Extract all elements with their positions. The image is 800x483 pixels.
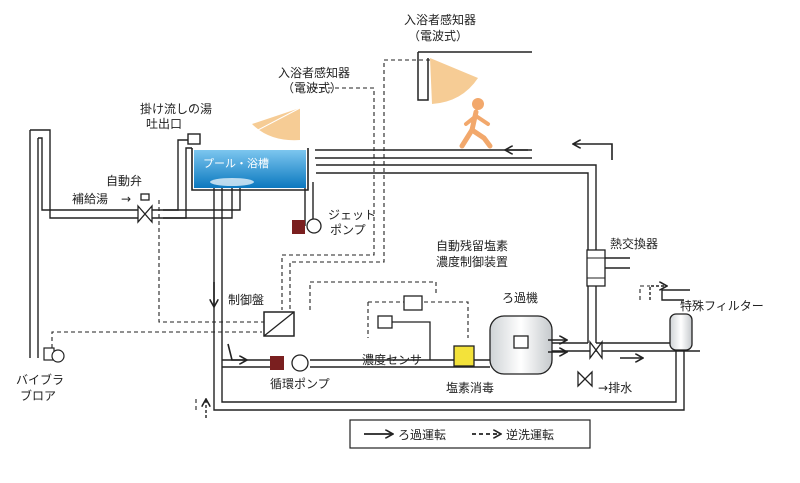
jet-pump-label-line1: ジェット	[328, 208, 376, 222]
control-panel-label: 制御盤	[228, 292, 264, 307]
chlorine-controller-icon	[403, 295, 423, 311]
supply-water-arrow: →	[121, 192, 131, 206]
jet-pump-icon	[292, 218, 322, 234]
chlorine-ctrl-label-line1: 自動残留塩素	[436, 238, 508, 253]
bather-icon	[459, 98, 493, 149]
special-filter-label: 特殊フィルター	[680, 298, 764, 313]
jet-pump-label-line2: ポンプ	[330, 223, 366, 237]
circulation-pump-label: 循環ポンプ	[270, 377, 330, 391]
auto-valve-icon	[137, 193, 153, 224]
left-sensor-label-line1: 入浴者感知器	[278, 65, 350, 80]
hot-water-outlet-icon	[187, 133, 201, 145]
right-sensor-wave	[430, 58, 478, 104]
special-filter-icon	[669, 313, 693, 351]
pool-label: プール・浴槽	[203, 157, 269, 170]
concentration-sensor-icon	[377, 315, 393, 329]
discharge-valve-icon	[577, 340, 603, 388]
control-panel-icon	[263, 311, 295, 337]
drain-label: →排水	[598, 381, 632, 395]
concentration-sensor-label: 濃度センサ	[362, 352, 422, 367]
legend: ろ過運転 逆洗運転	[349, 419, 591, 449]
backwash-arrows	[206, 286, 666, 418]
filter-tank-icon	[489, 315, 553, 375]
supply-water-label: 補給湯	[72, 192, 108, 206]
chlorine-ctrl-label-line2: 濃度制御装置	[436, 254, 508, 269]
hot-outlet-label-line2: 吐出口	[146, 117, 182, 131]
signal-lines	[51, 59, 650, 410]
right-sensor-label-line2: （電波式）	[408, 29, 468, 43]
pool-tank: プール・浴槽	[191, 148, 309, 191]
auto-valve-label: 自動弁	[106, 173, 142, 188]
flow-arrows	[214, 144, 642, 360]
right-sensor-mount	[417, 51, 532, 101]
right-sensor-label-line1: 入浴者感知器	[404, 12, 476, 27]
left-sensor-label-line2: （電波式）	[282, 81, 342, 95]
heat-exchanger-label: 熱交換器	[610, 236, 658, 251]
filter-tank-label: ろ過機	[502, 290, 538, 305]
chlorine-tank-icon	[453, 345, 475, 367]
legend-filtration-label: ろ過運転	[398, 428, 446, 442]
heat-exchanger-icon	[586, 249, 606, 287]
chlorine-disinfect-label: 塩素消毒	[446, 380, 494, 395]
vibra-blower-icon	[43, 347, 65, 363]
left-sensor-wave	[252, 107, 301, 141]
hot-outlet-label-line1: 掛け流しの湯	[140, 101, 212, 116]
legend-backwash-label: 逆洗運転	[506, 427, 554, 442]
vibra-label-line2: ブロア	[20, 388, 56, 403]
vibra-label-line1: バイブラ	[16, 372, 64, 387]
circulation-pump-icon	[270, 354, 309, 372]
